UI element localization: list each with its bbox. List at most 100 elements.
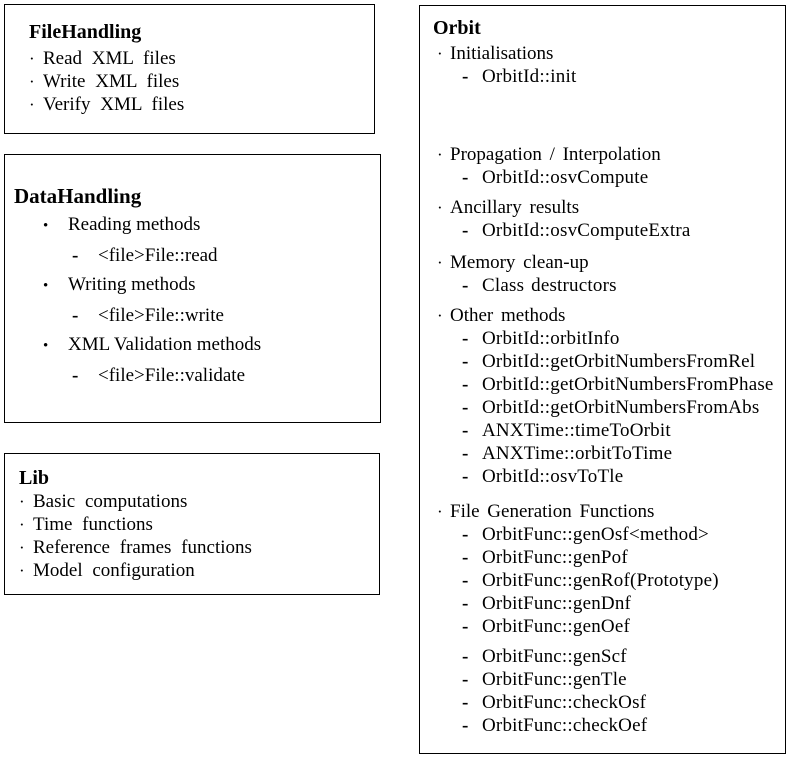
list-item-label: Verify XML files <box>43 94 185 115</box>
bullet-dash-icon: - <box>462 443 469 464</box>
method-label: OrbitId::orbitInfo <box>482 328 620 349</box>
bullet-dash-icon: - <box>462 420 469 441</box>
bullet-dash-icon: - <box>462 397 469 418</box>
section-label: Propagation / Interpolation <box>450 144 661 165</box>
section-label-row: · Initialisations <box>437 42 785 65</box>
bullet-dash-icon: - <box>72 305 79 326</box>
list-item: • Reading methods <box>43 210 380 241</box>
list-item: • Writing methods <box>43 270 380 301</box>
list-item-label: Reading methods <box>68 214 201 235</box>
method-label: Class destructors <box>482 275 617 296</box>
list-item-label: Basic computations <box>33 491 188 512</box>
method-label: OrbitId::init <box>482 66 577 87</box>
list-subitem: - OrbitId::orbitInfo <box>462 327 785 350</box>
method-label: <file>File::read <box>98 245 218 266</box>
list-item-label: XML Validation methods <box>68 334 262 355</box>
bullet-dash-icon: - <box>462 669 469 690</box>
section-label-row: · Memory clean-up <box>437 251 785 274</box>
list-item-label: Model configuration <box>33 560 195 581</box>
list-subitem: - OrbitFunc::genPof <box>462 546 785 569</box>
orbit-title: Orbit <box>433 17 481 39</box>
filehandling-box: FileHandling · Read XML files · Write XM… <box>4 4 375 134</box>
list-subitem: - OrbitId::getOrbitNumbersFromPhase <box>462 373 785 396</box>
bullet-dot-icon: · <box>437 44 443 63</box>
bullet-dash-icon: - <box>462 692 469 713</box>
orbit-section-propagation: · Propagation / Interpolation - OrbitId:… <box>437 143 785 189</box>
list-item-label: Writing methods <box>68 274 196 295</box>
list-subitem: - ANXTime::orbitToTime <box>462 442 785 465</box>
list-item: · Write XML files <box>29 70 374 93</box>
method-label: OrbitFunc::genTle <box>482 669 627 690</box>
method-label: OrbitFunc::genPof <box>482 547 628 568</box>
bullet-dot-icon: · <box>437 198 443 217</box>
list-item-label: Write XML files <box>43 71 180 92</box>
list-item: • XML Validation methods <box>43 330 380 361</box>
bullet-dash-icon: - <box>462 593 469 614</box>
method-label: OrbitId::getOrbitNumbersFromPhase <box>482 374 774 395</box>
bullet-dot-icon: · <box>29 49 35 68</box>
method-label: ANXTime::orbitToTime <box>482 443 673 464</box>
method-label: <file>File::write <box>98 305 224 326</box>
bullet-dash-icon: - <box>462 646 469 667</box>
lib-title: Lib <box>19 467 50 489</box>
list-subitem: - OrbitId::osvToTle <box>462 465 785 488</box>
bullet-dot-icon: · <box>437 306 443 325</box>
datahandling-box: DataHandling • Reading methods - <file>F… <box>4 154 381 423</box>
bullet-dash-icon: - <box>462 328 469 349</box>
bullet-dash-icon: - <box>462 616 469 637</box>
section-label-row: · Other methods <box>437 304 785 327</box>
bullet-disc-icon: • <box>43 218 49 234</box>
bullet-dash-icon: - <box>462 524 469 545</box>
list-subitem: - OrbitId::osvComputeExtra <box>462 219 785 242</box>
orbit-section-ancillary: · Ancillary results - OrbitId::osvComput… <box>437 196 785 242</box>
method-label: OrbitId::osvComputeExtra <box>482 220 691 241</box>
bullet-dash-icon: - <box>462 715 469 736</box>
method-label: OrbitId::getOrbitNumbersFromAbs <box>482 397 760 418</box>
list-item-label: Time functions <box>33 514 153 535</box>
bullet-dot-icon: · <box>437 253 443 272</box>
orbit-section-other-methods: · Other methods - OrbitId::orbitInfo - O… <box>437 304 785 488</box>
list-subitem: - <file>File::write <box>72 301 380 330</box>
list-item: · Reference frames functions <box>19 536 379 559</box>
bullet-dash-icon: - <box>462 547 469 568</box>
section-label: Memory clean-up <box>450 252 589 273</box>
list-item: · Verify XML files <box>29 93 374 116</box>
list-item: · Model configuration <box>19 559 379 582</box>
bullet-dash-icon: - <box>462 167 469 188</box>
list-subitem: - OrbitFunc::genTle <box>462 668 785 691</box>
bullet-dot-icon: · <box>19 492 25 511</box>
lib-box: Lib · Basic computations · Time function… <box>4 453 380 595</box>
bullet-disc-icon: • <box>43 278 49 294</box>
list-subitem: - <file>File::validate <box>72 361 380 390</box>
list-subitem: - OrbitId::getOrbitNumbersFromAbs <box>462 396 785 419</box>
method-label: OrbitFunc::genDnf <box>482 593 632 614</box>
bullet-dash-icon: - <box>462 66 469 87</box>
method-label: OrbitFunc::checkOsf <box>482 692 647 713</box>
bullet-disc-icon: • <box>43 338 49 354</box>
list-subitem: - OrbitFunc::genRof(Prototype) <box>462 569 785 592</box>
orbit-box: Orbit · Initialisations - OrbitId::init … <box>419 5 786 754</box>
bullet-dot-icon: · <box>19 561 25 580</box>
list-subitem: - OrbitId::getOrbitNumbersFromRel <box>462 350 785 373</box>
bullet-dash-icon: - <box>462 351 469 372</box>
bullet-dot-icon: · <box>437 502 443 521</box>
list-subitem: - OrbitFunc::genOsf<method> <box>462 523 785 546</box>
section-label-row: · Ancillary results <box>437 196 785 219</box>
section-label-row: · File Generation Functions <box>437 500 785 523</box>
list-item-label: Read XML files <box>43 48 176 69</box>
list-subitem: - <file>File::read <box>72 241 380 270</box>
section-label-row: · Propagation / Interpolation <box>437 143 785 166</box>
method-label: <file>File::validate <box>98 365 245 386</box>
section-label: Other methods <box>450 305 566 326</box>
list-subitem: - ANXTime::timeToOrbit <box>462 419 785 442</box>
list-item: · Read XML files <box>29 47 374 70</box>
method-label: OrbitId::osvToTle <box>482 466 624 487</box>
bullet-dot-icon: · <box>29 72 35 91</box>
method-label: OrbitFunc::genOef <box>482 616 630 637</box>
filehandling-title: FileHandling <box>29 21 142 43</box>
bullet-dash-icon: - <box>462 466 469 487</box>
method-label: OrbitFunc::genOsf<method> <box>482 524 709 545</box>
orbit-section-memory: · Memory clean-up - Class destructors <box>437 251 785 297</box>
bullet-dash-icon: - <box>462 570 469 591</box>
bullet-dot-icon: · <box>437 145 443 164</box>
